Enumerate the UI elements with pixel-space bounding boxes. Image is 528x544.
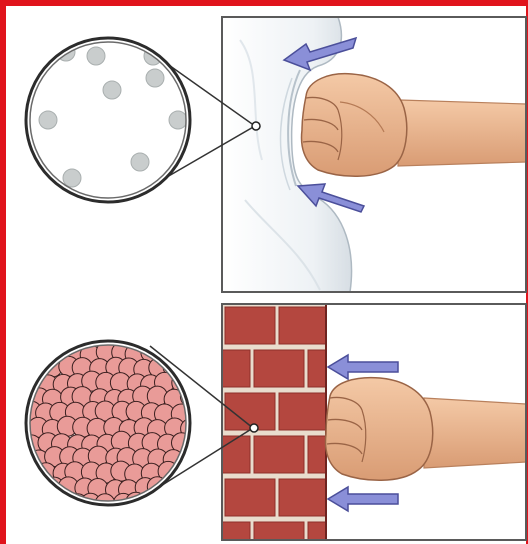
- solid-particle: [28, 327, 48, 347]
- brick: [225, 479, 275, 516]
- solid-particle: [14, 358, 34, 378]
- solid-particle: [57, 330, 77, 350]
- solid-particle: [186, 342, 206, 362]
- magnifier-circle-icon: [26, 38, 190, 205]
- solid-particle: [44, 328, 64, 348]
- solid-particle: [13, 479, 33, 499]
- gas-particle: [169, 111, 187, 129]
- gas-panel: [222, 17, 526, 292]
- solid-particle: [180, 357, 200, 377]
- gas-particle: [131, 153, 149, 171]
- brick: [225, 307, 275, 344]
- brick-wall: [222, 304, 326, 544]
- solid-particle: [179, 480, 199, 500]
- brick: [222, 350, 250, 387]
- brick: [308, 350, 326, 387]
- solid-particles: [12, 326, 208, 514]
- solid-particle: [135, 327, 155, 347]
- solid-particle: [173, 494, 193, 514]
- solid-particle: [187, 493, 207, 513]
- brick: [254, 436, 304, 473]
- solid-particle: [21, 492, 41, 512]
- solid-particle: [14, 328, 34, 348]
- solid-panel: [222, 304, 526, 544]
- solid-particle: [188, 434, 208, 454]
- solid-particle: [155, 493, 175, 513]
- solid-particle: [171, 345, 191, 365]
- brick: [308, 436, 326, 473]
- solid-particle: [163, 326, 183, 346]
- solid-particle: [181, 330, 201, 350]
- brick: [279, 479, 326, 516]
- solid-particle: [149, 328, 169, 348]
- gas-particle: [87, 47, 105, 65]
- brick: [222, 436, 250, 473]
- gas-particle: [39, 111, 57, 129]
- brick: [254, 350, 304, 387]
- gas-particle: [103, 81, 121, 99]
- gas-particle: [63, 169, 81, 187]
- magnifier-circle-icon: [12, 326, 208, 514]
- solid-particle: [20, 343, 40, 363]
- solid-particle: [185, 375, 205, 395]
- brick: [279, 307, 326, 344]
- brick: [279, 393, 326, 430]
- gas-particle: [146, 69, 164, 87]
- solid-particle: [36, 492, 56, 512]
